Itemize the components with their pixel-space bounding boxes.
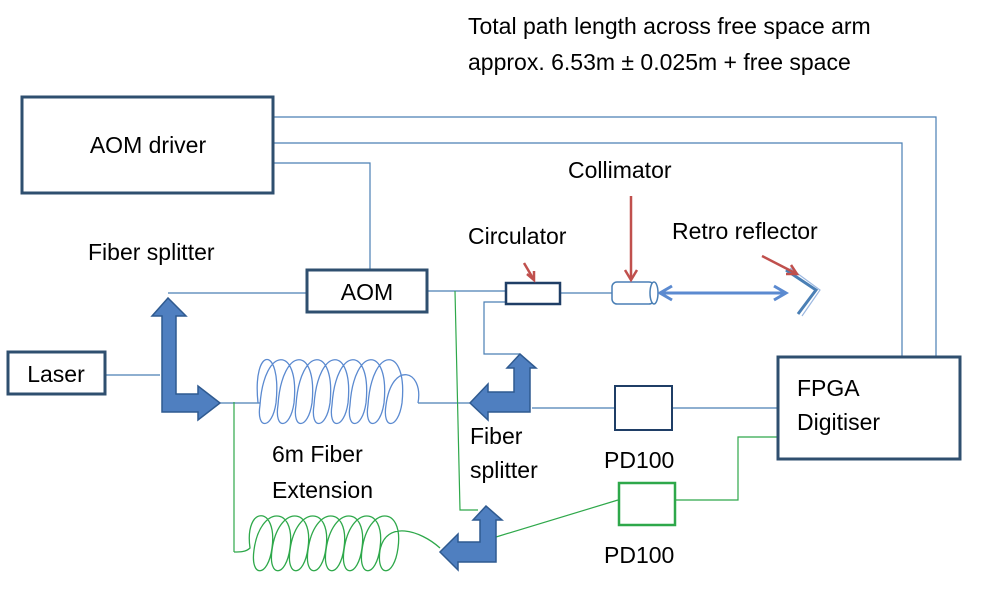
fpga-digitiser-box xyxy=(776,355,962,461)
aom-driver-label: AOM driver xyxy=(90,132,207,158)
laser-box xyxy=(6,350,107,396)
collimator-pointer-arrow xyxy=(623,196,639,283)
extension-label-line-2: Extension xyxy=(272,477,373,503)
fiber-splitter-bottom xyxy=(438,504,504,572)
aom-box xyxy=(305,268,429,314)
fpga-label-line-1: FPGA xyxy=(797,375,860,401)
retro-reflector-component xyxy=(785,267,821,317)
fiber-splitter-top-label: Fiber splitter xyxy=(88,239,215,265)
collimator-label: Collimator xyxy=(568,157,672,183)
title-line-2: approx. 6.53m ± 0.025m + free space xyxy=(468,49,851,75)
laser-label: Laser xyxy=(27,361,85,387)
fiber-extension-coil-blue xyxy=(256,359,420,424)
pd100-top-box xyxy=(614,385,673,431)
circulator-component xyxy=(504,281,562,306)
fpga-label-line-2: Digitiser xyxy=(797,409,880,435)
aom-label: AOM xyxy=(341,279,393,305)
circulator-pointer-arrow xyxy=(522,262,536,283)
fiber-splitter-middle xyxy=(468,352,538,422)
fiber-splitter-mid-label-line-2: splitter xyxy=(470,457,538,483)
free-space-beam xyxy=(657,284,789,302)
fiber-splitter-left xyxy=(150,296,222,422)
circulator-label: Circulator xyxy=(468,223,567,249)
pd100-bottom-label: PD100 xyxy=(604,542,674,568)
fiber-splitter-mid-label-line-1: Fiber xyxy=(470,423,523,449)
collimator-component xyxy=(611,281,659,305)
driver-to-fpga-wires xyxy=(274,116,937,357)
extension-label-line-1: 6m Fiber xyxy=(272,441,363,467)
retro-reflector-label: Retro reflector xyxy=(672,218,818,244)
blue-fiber-main xyxy=(105,290,778,409)
retro-reflector-pointer-arrow xyxy=(761,254,800,276)
green-fiber-lines xyxy=(233,290,778,552)
aom-driver-box xyxy=(20,95,275,195)
title-line-1: Total path length across free space arm xyxy=(468,13,871,39)
fiber-coil-green xyxy=(233,515,441,572)
pd100-top-label: PD100 xyxy=(604,447,674,473)
pd100-bottom-box xyxy=(617,481,677,527)
